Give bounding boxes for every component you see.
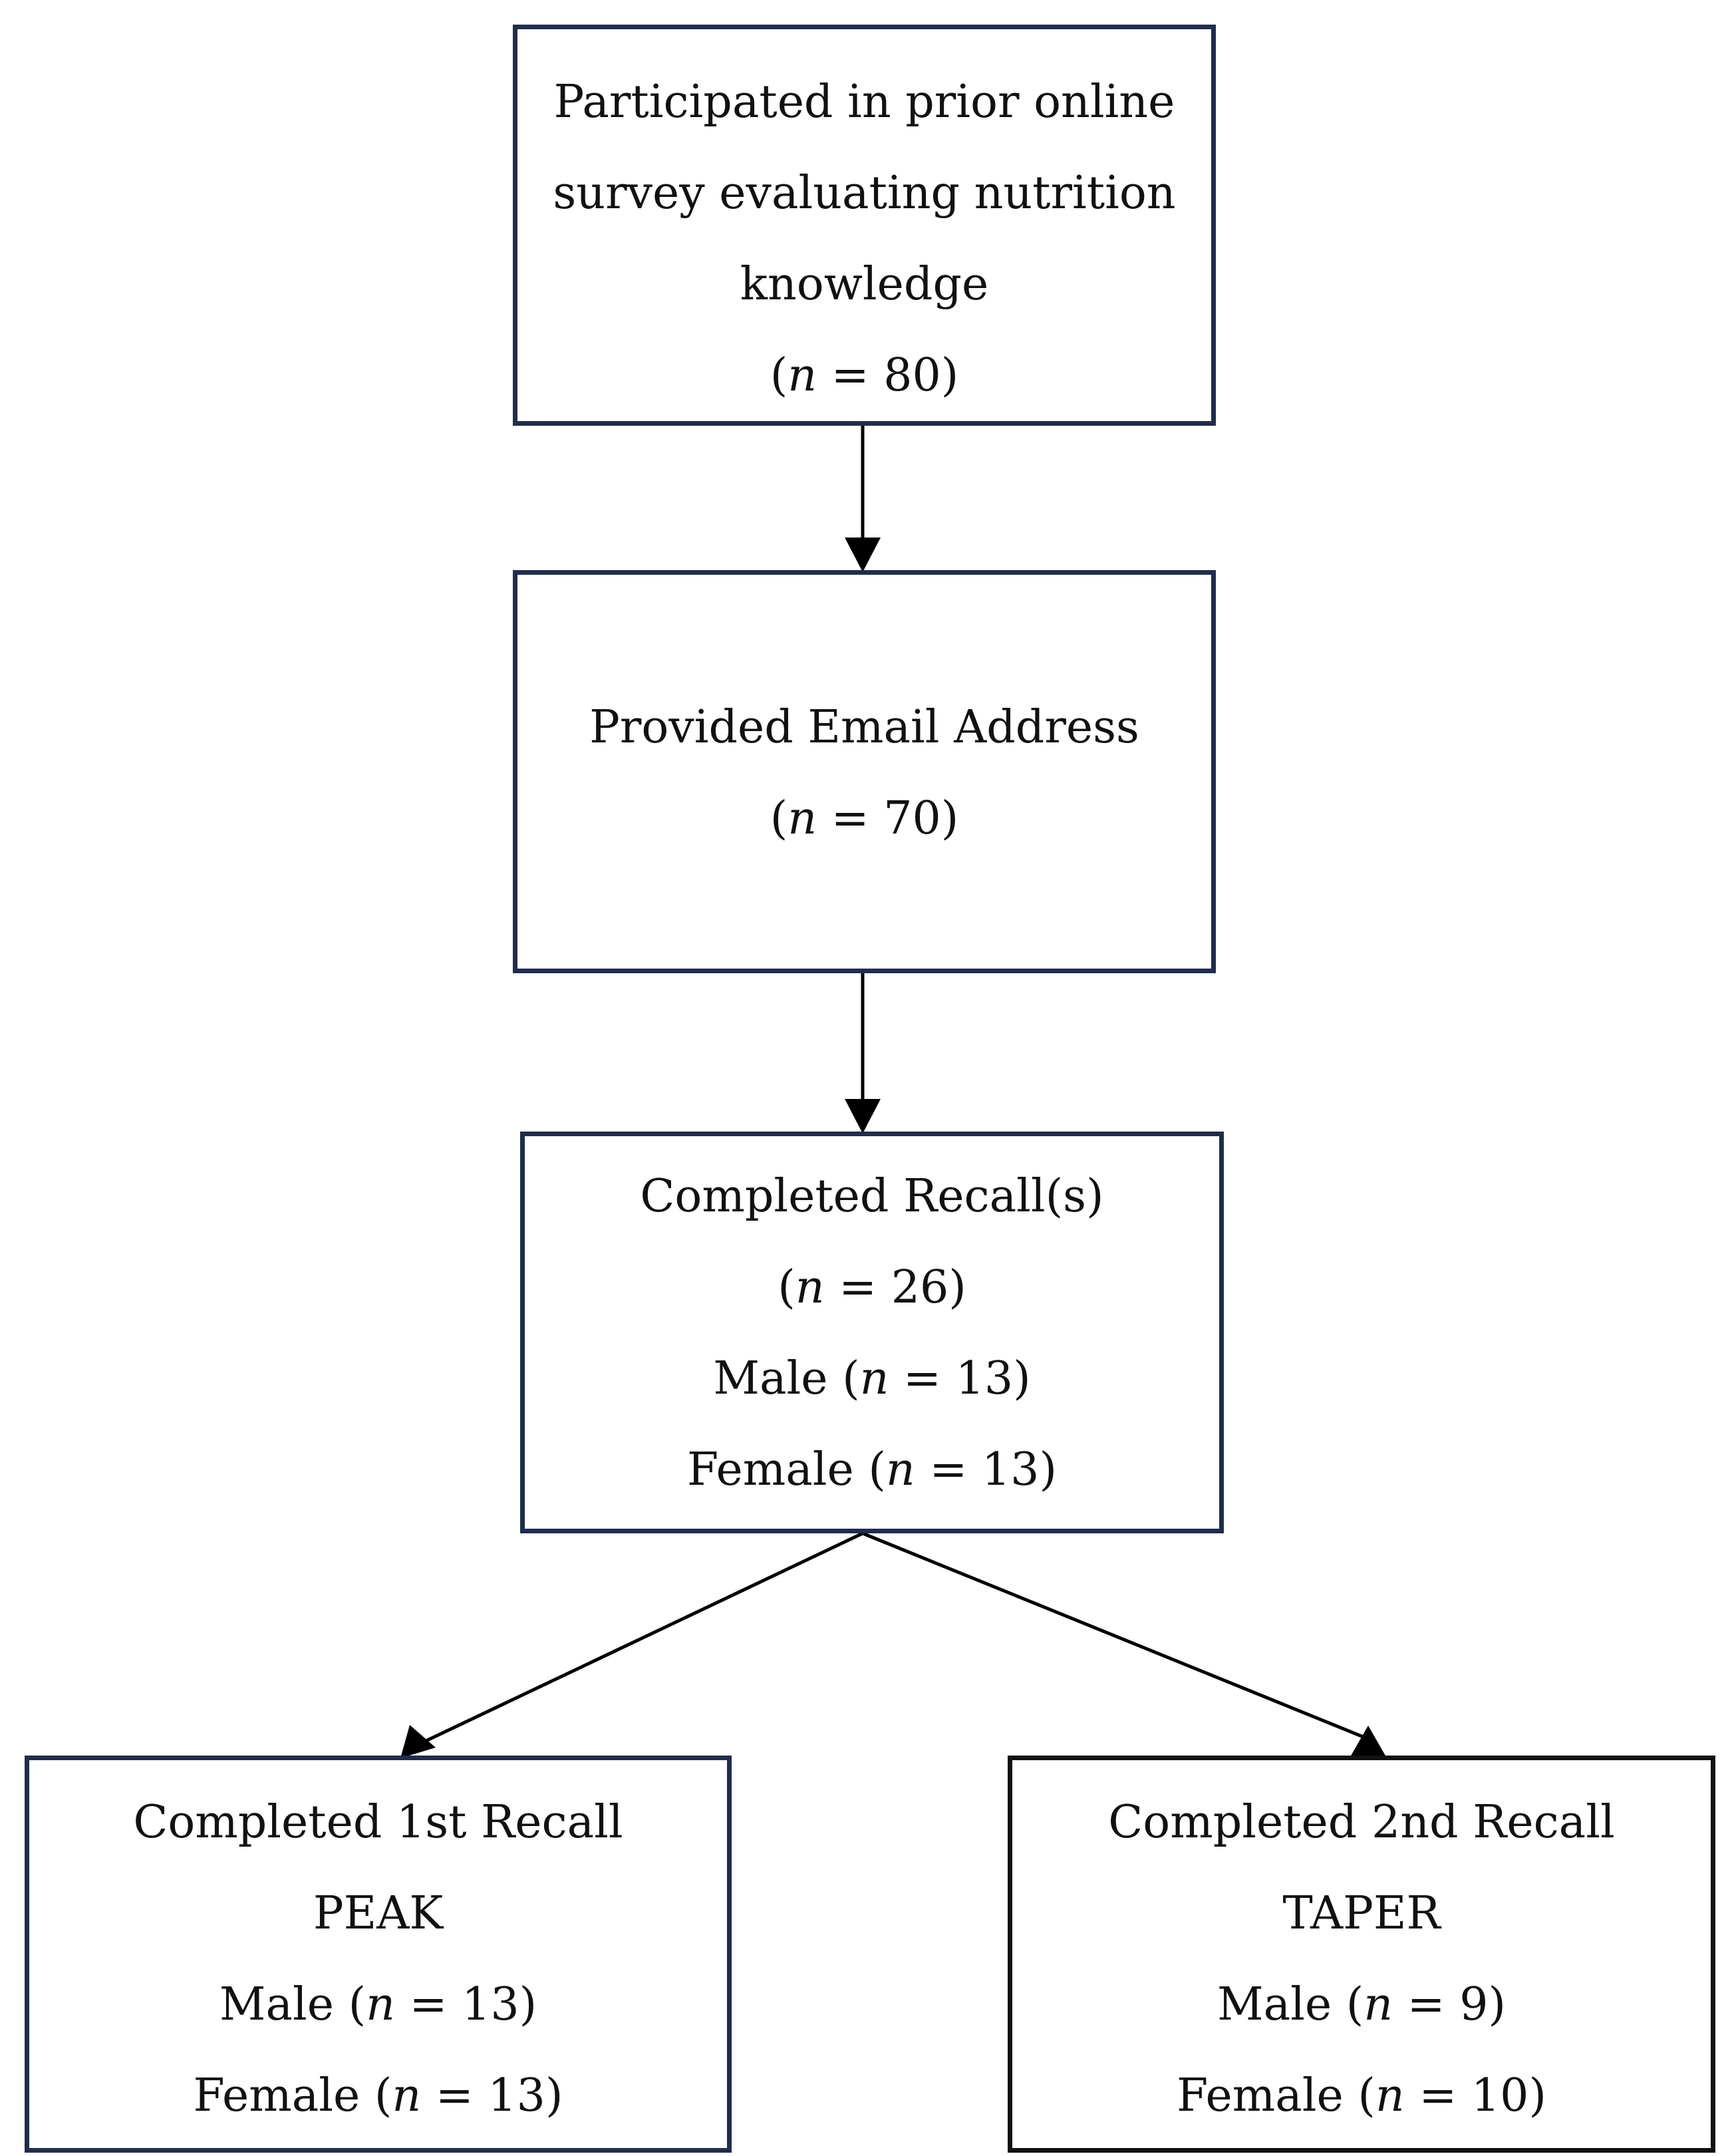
email-provided-box: Provided Email Address (n = 70) bbox=[513, 570, 1216, 973]
male-label: Male ( bbox=[219, 1978, 366, 2031]
first-recall-peak-box: Completed 1st Recall PEAK Male (n = 13) … bbox=[25, 1756, 732, 2153]
survey-participants-box: Participated in prior online survey eval… bbox=[513, 25, 1216, 426]
female-label: Female ( bbox=[1177, 2070, 1375, 2122]
email-count-value: = 70) bbox=[817, 792, 959, 845]
survey-line-2: survey evaluating nutrition bbox=[553, 167, 1176, 220]
survey-line-1: Participated in prior online bbox=[553, 76, 1175, 128]
arrow-recall-to-taper bbox=[862, 1531, 1375, 1744]
peak-female: Female (n = 13) bbox=[29, 2070, 727, 2123]
recall-count: (n = 26) bbox=[778, 1261, 966, 1314]
survey-count-value: = 80) bbox=[817, 349, 959, 402]
n-symbol: n bbox=[366, 1978, 395, 2031]
n-symbol: n bbox=[859, 1352, 889, 1405]
completed-recalls-box: Completed Recall(s) (n = 26) Male (n = 1… bbox=[520, 1132, 1224, 1533]
female-label: Female ( bbox=[193, 2070, 392, 2122]
recall-count-value: = 26) bbox=[824, 1261, 966, 1314]
male-label: Male ( bbox=[713, 1352, 860, 1405]
arrowhead-taper bbox=[1350, 1726, 1386, 1757]
peak-male-value: = 13) bbox=[394, 1978, 537, 2031]
taper-female: Female (n = 10) bbox=[1012, 2070, 1711, 2123]
arrowhead-recall bbox=[845, 1099, 881, 1134]
email-count: (n = 70) bbox=[770, 792, 959, 845]
second-recall-taper-box: Completed 2nd Recall TAPER Male (n = 9) … bbox=[1008, 1756, 1715, 2153]
female-label: Female ( bbox=[687, 1444, 886, 1496]
recall-title: Completed Recall(s) bbox=[640, 1170, 1104, 1223]
recall-female-value: = 13) bbox=[915, 1444, 1057, 1496]
male-label: Male ( bbox=[1217, 1978, 1364, 2031]
taper-male-value: = 9) bbox=[1393, 1978, 1507, 2031]
survey-line-3: knowledge bbox=[740, 258, 989, 311]
peak-title: Completed 1st Recall bbox=[133, 1796, 623, 1849]
n-symbol: n bbox=[1364, 1978, 1393, 2031]
survey-count: (n = 80) bbox=[770, 349, 959, 402]
peak-label: PEAK bbox=[313, 1887, 444, 1940]
taper-label: TAPER bbox=[1282, 1887, 1441, 1940]
taper-title: Completed 2nd Recall bbox=[1108, 1796, 1615, 1849]
n-symbol: n bbox=[788, 792, 817, 845]
recall-male-value: = 13) bbox=[889, 1352, 1031, 1405]
arrowhead-peak bbox=[400, 1725, 436, 1758]
peak-female-value: = 13) bbox=[421, 2070, 563, 2122]
email-title: Provided Email Address bbox=[589, 701, 1139, 754]
n-symbol: n bbox=[885, 1444, 915, 1496]
n-symbol: n bbox=[1375, 2070, 1405, 2122]
taper-female-value: = 10) bbox=[1404, 2070, 1546, 2122]
arrowhead-email bbox=[845, 538, 881, 572]
peak-male: Male (n = 13) bbox=[29, 1978, 727, 2032]
recall-female: Female (n = 13) bbox=[525, 1444, 1219, 1497]
n-symbol: n bbox=[392, 2070, 422, 2122]
taper-male: Male (n = 9) bbox=[1012, 1978, 1711, 2032]
recall-male: Male (n = 13) bbox=[525, 1352, 1219, 1406]
n-symbol: n bbox=[788, 349, 817, 402]
arrow-recall-to-peak bbox=[422, 1531, 864, 1744]
n-symbol: n bbox=[795, 1261, 825, 1314]
